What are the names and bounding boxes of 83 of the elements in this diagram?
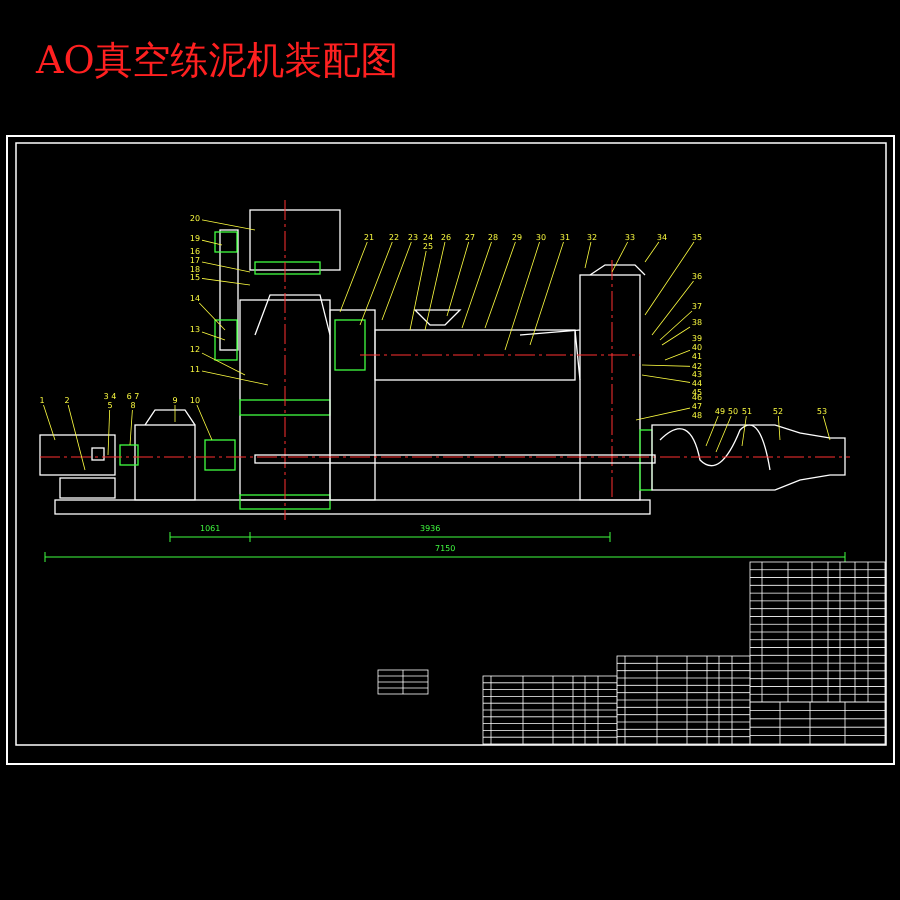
leader-line (644, 242, 694, 316)
leader-line (424, 242, 446, 330)
callout-number: 13 (188, 325, 202, 334)
leader-line (410, 250, 427, 330)
leader-line (360, 242, 393, 326)
callout-number: 35 (690, 233, 704, 242)
callout-number: 32 (585, 233, 599, 242)
callout-number: 42 (690, 362, 704, 371)
callout-number: 3 4 5 (103, 392, 117, 410)
callout-number: 23 (406, 233, 420, 242)
callout-number: 49 (713, 407, 727, 416)
leader-line (108, 410, 110, 456)
callout-number: 33 (623, 233, 637, 242)
callout-number: 26 (439, 233, 453, 242)
callout-number: 28 (486, 233, 500, 242)
leader-line (742, 416, 747, 446)
callout-number: 24 25 (421, 233, 435, 251)
leader-line (662, 326, 690, 346)
leader-line (636, 408, 690, 420)
leader-line (706, 416, 719, 446)
callout-number: 9 (168, 396, 182, 405)
leader-line (504, 242, 540, 350)
callout-number: 29 (510, 233, 524, 242)
leader-line (68, 404, 86, 470)
callout-number: 15 (188, 273, 202, 282)
callout-number: 51 (740, 407, 754, 416)
leader-line (130, 410, 133, 446)
leader-line (202, 332, 226, 340)
callout-number: 30 (534, 233, 548, 242)
callout-number: 50 (726, 407, 740, 416)
leader-line (174, 404, 176, 422)
leader-line (202, 370, 268, 386)
leader-line (664, 350, 690, 360)
leader-line (462, 242, 492, 328)
callout-number: 14 (188, 294, 202, 303)
callout-number: 20 (188, 214, 202, 223)
callout-number: 12 (188, 345, 202, 354)
leader-line (644, 242, 660, 262)
leader-line (196, 404, 212, 440)
leader-line (382, 242, 412, 320)
callout-number: 52 (771, 407, 785, 416)
leader-line (642, 364, 690, 367)
dimension-value: 1061 (200, 524, 220, 533)
leader-line (484, 242, 516, 328)
leader-line (822, 416, 830, 440)
leader-line (660, 310, 692, 340)
leader-line (202, 240, 222, 246)
drawing-title: AO真空练泥机装配图 (36, 37, 399, 84)
callout-number: 38 (690, 318, 704, 327)
callout-number: 21 (362, 233, 376, 242)
leader-line (202, 352, 246, 376)
leader-line (202, 262, 250, 272)
callout-number: 34 (655, 233, 669, 242)
leader-line (716, 416, 732, 452)
leader-line (198, 302, 226, 330)
callout-number: 39 40 41 (690, 334, 704, 361)
callout-number: 53 (815, 407, 829, 416)
callout-number: 1 (35, 396, 49, 405)
callout-number: 16 17 18 (188, 247, 202, 274)
leader-line (612, 242, 628, 272)
callout-number: 11 (188, 365, 202, 374)
callout-number: 6 7 8 (126, 392, 140, 410)
callout-number: 10 (188, 396, 202, 405)
callout-number: 19 (188, 234, 202, 243)
callout-number: 37 (690, 302, 704, 311)
leader-line (43, 404, 56, 440)
leader-line (340, 242, 368, 312)
leader-line (202, 219, 256, 230)
callout-number: 31 (558, 233, 572, 242)
leader-line (642, 374, 690, 383)
leader-line (202, 278, 250, 286)
callout-number: 2 (60, 396, 74, 405)
leader-line (446, 242, 470, 316)
callout-number: 27 (463, 233, 477, 242)
leader-line (530, 242, 564, 346)
leader-line (778, 416, 780, 440)
leader-line (584, 242, 592, 268)
dimension-value: 3936 (420, 524, 440, 533)
leader-line (652, 280, 694, 336)
callout-number: 43 44 45 (690, 370, 704, 397)
callout-number: 22 (387, 233, 401, 242)
dimension-value: 7150 (435, 544, 456, 553)
callout-number: 36 (690, 272, 704, 281)
